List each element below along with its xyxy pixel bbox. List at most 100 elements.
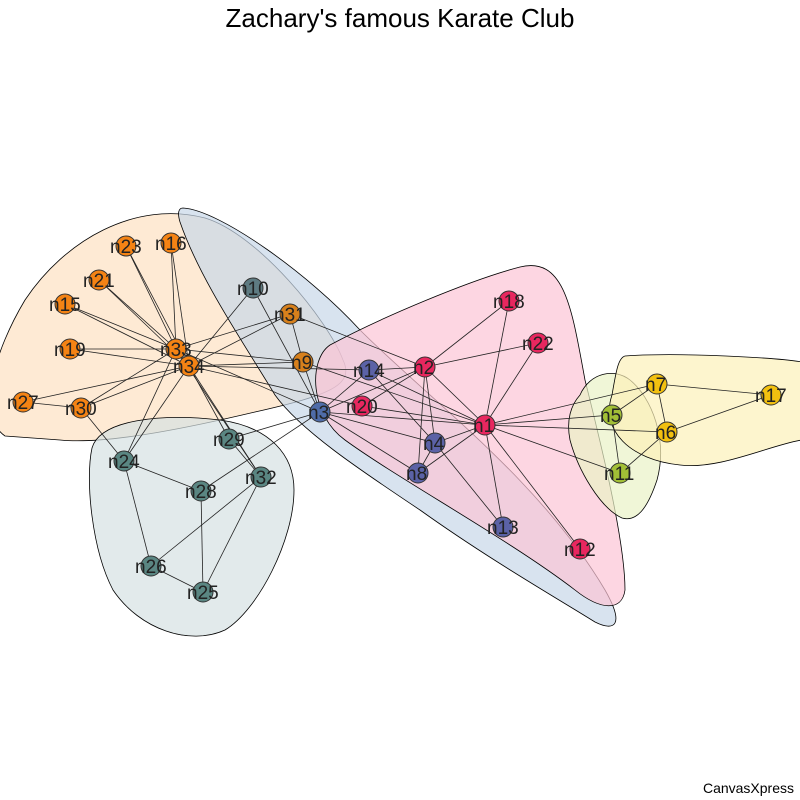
edge-n24-n28 [123, 460, 202, 492]
node-n18[interactable]: n18 [493, 290, 525, 313]
edge-n1-n14 [368, 369, 486, 426]
node-label: n14 [353, 361, 385, 382]
node-label: n4 [423, 434, 445, 455]
edge-n3-n29 [228, 411, 321, 440]
node-label: n8 [406, 464, 427, 485]
node-n14[interactable]: n14 [353, 359, 385, 382]
node-n2[interactable]: n2 [413, 356, 436, 379]
node-n11[interactable]: n11 [604, 462, 634, 485]
edge-n32-n34 [188, 365, 262, 478]
edge-n2-n4 [424, 366, 436, 444]
node-label: n12 [564, 540, 596, 561]
node-label: n32 [245, 468, 277, 489]
node-n12[interactable]: n12 [564, 538, 596, 561]
node-n22[interactable]: n22 [522, 332, 554, 355]
edge-n3-n4 [319, 411, 436, 444]
edge-n3-n14 [319, 369, 370, 413]
edge-n23-n33 [125, 245, 177, 350]
node-n30[interactable]: n30 [65, 397, 97, 420]
node-label: n3 [308, 403, 329, 424]
node-n20[interactable]: n20 [346, 395, 378, 418]
edge-n10-n34 [188, 287, 254, 367]
edge-n24-n34 [123, 365, 190, 462]
edge-n1-n11 [484, 424, 621, 474]
edge-n15-n33 [64, 303, 177, 350]
node-n23[interactable]: n23 [110, 235, 142, 258]
edge-n3-n8 [319, 411, 419, 474]
edge-n14-n34 [188, 365, 370, 371]
node-n7[interactable]: n7 [645, 373, 668, 396]
edge-n1-n7 [484, 383, 658, 426]
node-label: n22 [522, 334, 554, 355]
node-label: n21 [83, 271, 115, 292]
edge-n24-n33 [123, 348, 177, 462]
node-label: n30 [65, 399, 97, 420]
node-label: n27 [7, 393, 39, 414]
node-label: n20 [346, 397, 378, 418]
edge-n1-n13 [484, 424, 504, 528]
node-n6[interactable]: n6 [655, 421, 678, 444]
node-label: n6 [655, 423, 676, 444]
node-n24[interactable]: n24 [108, 450, 140, 473]
edge-n2-n3 [319, 366, 426, 413]
node-label: n17 [755, 386, 787, 407]
node-n13[interactable]: n13 [487, 516, 519, 539]
chart-title: Zachary's famous Karate Club [225, 3, 575, 33]
node-n31[interactable]: n31 [274, 303, 306, 326]
edge-n1-n18 [484, 300, 510, 426]
group-hulls-layer [0, 207, 800, 637]
edge-n25-n32 [202, 476, 262, 593]
edge-n1-n9 [302, 361, 486, 426]
edge-n9-n33 [175, 348, 304, 363]
node-label: n1 [473, 416, 494, 437]
node-label: n7 [645, 375, 666, 396]
edge-n2-n18 [424, 300, 510, 368]
node-label: n16 [155, 234, 187, 255]
node-n34[interactable]: n34 [173, 355, 205, 378]
node-n16[interactable]: n16 [155, 232, 187, 255]
node-n21[interactable]: n21 [83, 269, 115, 292]
edge-n4-n13 [434, 442, 504, 528]
node-n9[interactable]: n9 [291, 351, 314, 374]
node-label: n9 [291, 353, 312, 374]
node-n28[interactable]: n28 [185, 480, 217, 503]
node-n3[interactable]: n3 [308, 401, 331, 424]
node-n25[interactable]: n25 [187, 581, 219, 604]
edge-n2-n20 [361, 366, 426, 407]
node-n4[interactable]: n4 [423, 432, 446, 455]
node-label: n23 [110, 237, 142, 258]
node-n33[interactable]: n33 [160, 338, 192, 361]
node-n32[interactable]: n32 [245, 466, 277, 489]
node-label: n19 [54, 340, 86, 361]
node-label: n2 [413, 358, 434, 379]
edge-n31-n34 [188, 313, 291, 367]
edge-n9-n34 [188, 361, 304, 367]
node-label: n15 [49, 295, 81, 316]
node-label: n29 [213, 430, 245, 451]
node-n5[interactable]: n5 [600, 404, 623, 427]
edge-n3-n10 [252, 287, 321, 413]
node-n26[interactable]: n26 [135, 555, 167, 578]
edge-n27-n34 [22, 365, 190, 403]
node-label: n5 [600, 406, 621, 427]
edge-n1-n8 [417, 424, 486, 474]
edge-n30-n33 [80, 348, 177, 409]
node-label: n10 [237, 279, 269, 300]
node-n15[interactable]: n15 [49, 293, 81, 316]
edge-n1-n2 [424, 366, 486, 426]
node-n8[interactable]: n8 [406, 462, 429, 485]
node-label: n31 [274, 305, 306, 326]
edge-n1-n5 [484, 414, 613, 426]
node-n27[interactable]: n27 [7, 391, 39, 414]
node-n17[interactable]: n17 [755, 384, 787, 407]
node-n29[interactable]: n29 [213, 428, 245, 451]
node-n1[interactable]: n1 [473, 414, 496, 437]
node-label: n13 [487, 518, 519, 539]
edge-n24-n26 [123, 460, 152, 567]
nodes-layer: n1 n2 n3 n4 n5 n6 n7 n8 n9 n10 n11 n12 n… [7, 232, 787, 604]
edge-n24-n30 [80, 407, 125, 462]
node-n19[interactable]: n19 [54, 338, 86, 361]
node-n10[interactable]: n10 [237, 277, 269, 300]
edge-n2-n8 [417, 366, 426, 474]
